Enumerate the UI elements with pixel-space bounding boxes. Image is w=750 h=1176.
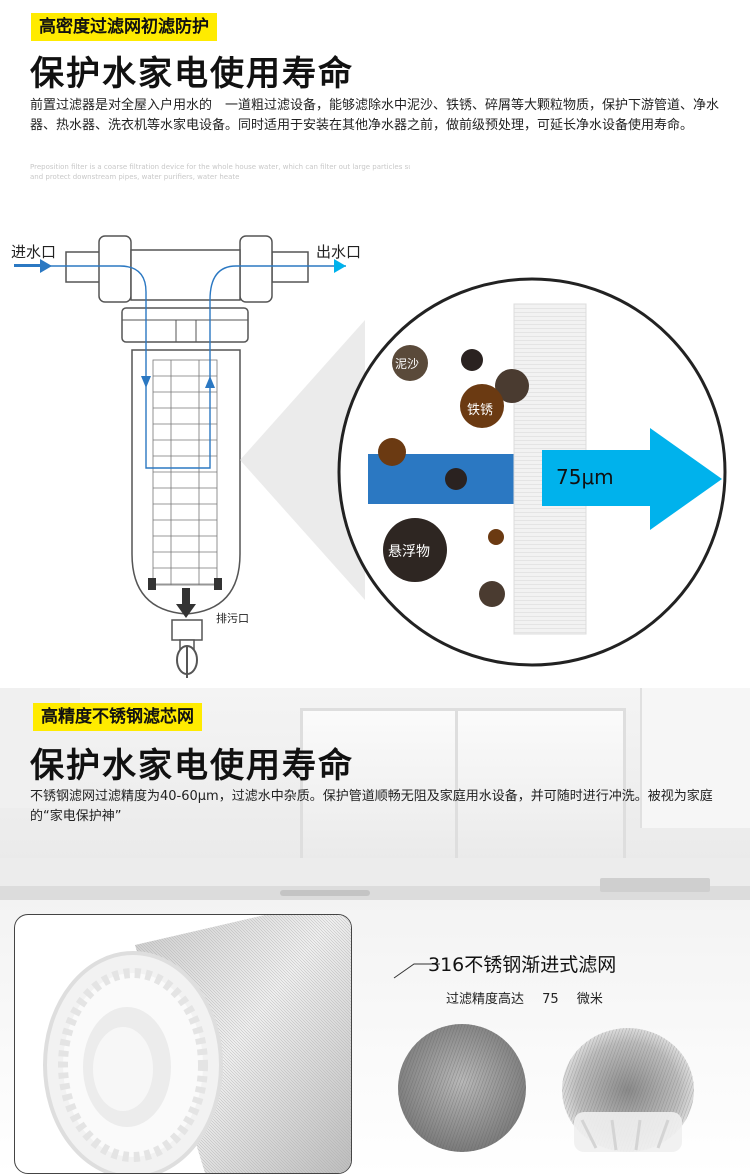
drain-label: 排污口 xyxy=(216,612,249,625)
particle-label-suspended: 悬浮物 xyxy=(388,544,430,560)
water-flow-path xyxy=(28,265,346,469)
down-flow-arrow-icon xyxy=(141,376,151,388)
drain-valve xyxy=(171,619,203,678)
mesh-closeup-end xyxy=(562,1028,694,1152)
section1-headline: 保护水家电使用寿命 xyxy=(30,54,354,94)
inlet-pipe xyxy=(65,235,132,303)
outlet-label: 出水口 xyxy=(316,243,362,261)
up-flow-arrow-icon xyxy=(205,376,215,388)
mesh-closeup-flat xyxy=(398,1024,526,1152)
outlet-pipe xyxy=(239,235,309,303)
pointer-line-icon xyxy=(393,963,440,979)
drain-arrow-icon xyxy=(176,604,196,618)
particle-suspended xyxy=(383,518,447,582)
inlet-label: 进水口 xyxy=(11,243,57,261)
filter-diagram xyxy=(14,235,727,678)
outlet-arrow-icon xyxy=(334,259,346,273)
particle-label-sediment: 泥沙 xyxy=(395,357,420,371)
section1-paragraph: 前置过滤器是对全屋入户用水的 一道粗过滤设备，能够滤除水中泥沙、铁锈、碎屑等大颗… xyxy=(30,98,720,133)
precision-line: 过滤精度高达 75 微米 xyxy=(446,988,603,1007)
precision-unit: 微米 xyxy=(576,992,603,1007)
mesh-title: 316不锈钢渐进式滤网 xyxy=(428,954,617,976)
section1-faint-line-2: and protect downstream pipes, water puri… xyxy=(30,173,240,181)
filter-bowl xyxy=(131,349,241,615)
section2-headline: 保护水家电使用寿命 xyxy=(30,746,354,786)
inlet-arrow-icon xyxy=(40,259,52,273)
particle-rust xyxy=(460,384,504,428)
mesh-size-label: 75μm xyxy=(556,465,614,489)
precision-value: 75 xyxy=(542,992,559,1007)
filter-cartridge-card xyxy=(14,914,352,1174)
filtered-flow-arrow-icon xyxy=(542,428,722,530)
section1-tag: 高密度过滤网初滤防护 xyxy=(31,13,217,41)
section2-tag: 高精度不锈钢滤芯网 xyxy=(33,703,202,731)
filter-cartridge xyxy=(152,359,218,586)
magnifier-cone xyxy=(240,320,365,600)
stainless-filter-cartridge-image xyxy=(43,915,351,1173)
particle-sediment xyxy=(392,345,428,381)
particle-label-rust: 铁锈 xyxy=(467,403,494,418)
section1-faint-line-1: Preposition filter is a coarse filtratio… xyxy=(30,163,410,171)
filter-cap xyxy=(121,307,249,343)
precision-label: 过滤精度高达 xyxy=(446,992,525,1007)
filter-head xyxy=(130,249,241,301)
section2-paragraph: 不锈钢滤网过滤精度为40-60μm，过滤水中杂质。保护管道顺畅无阻及家庭用水设备… xyxy=(30,789,713,824)
mesh-closeups xyxy=(398,1024,694,1152)
